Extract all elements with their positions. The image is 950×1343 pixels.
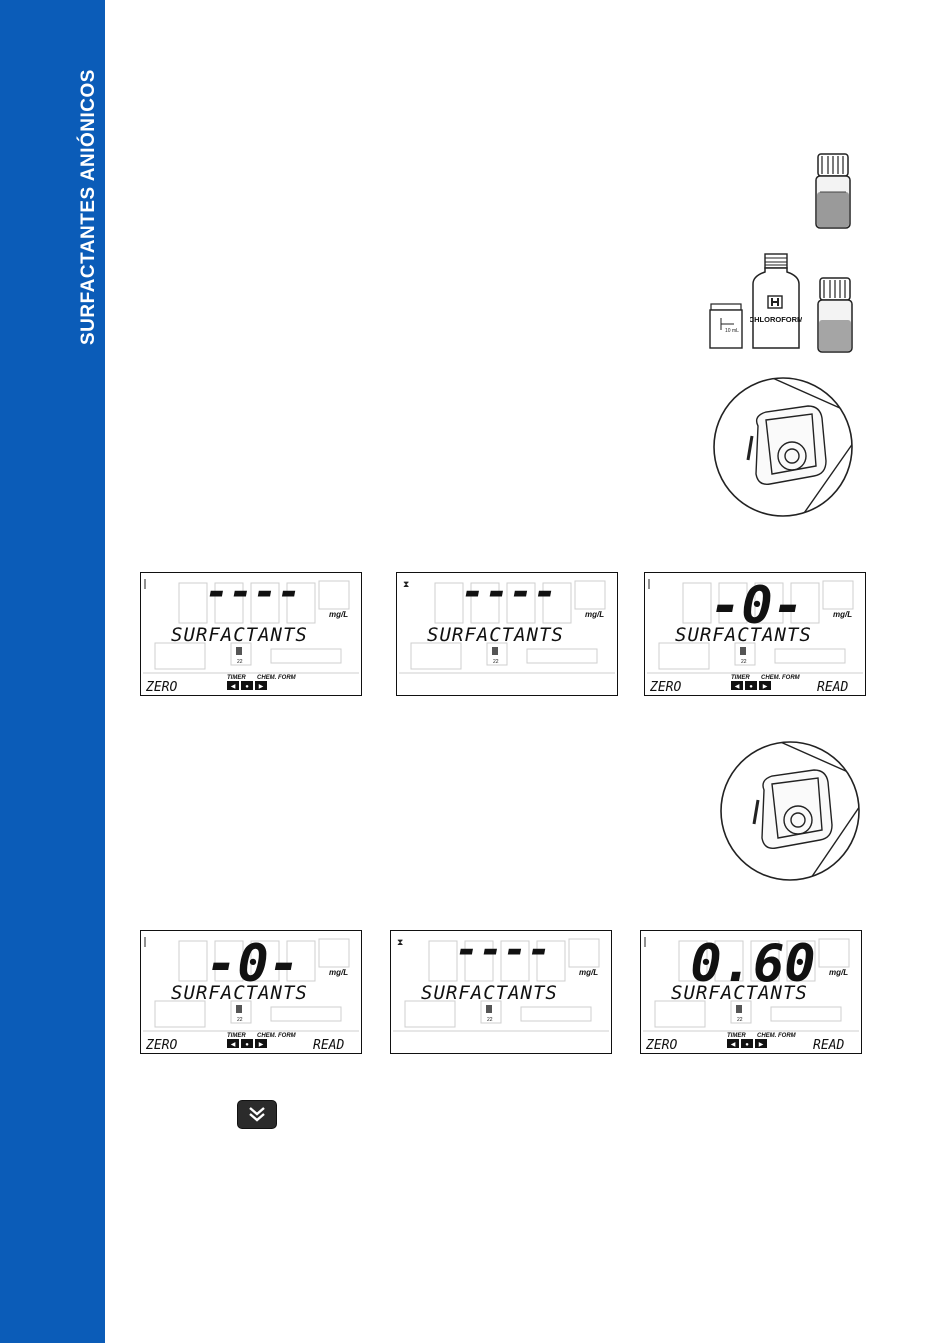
day-label: 22 <box>237 1017 243 1023</box>
parameter-label: SURFACTANTS <box>171 982 308 1004</box>
arrow-key-icon <box>255 1039 267 1048</box>
sidebar-band: SURFACTANTES ANIÓNICOS <box>0 0 105 1343</box>
unit-label: mg/L <box>833 610 852 619</box>
unit-label: mg/L <box>829 968 848 977</box>
day-label: 22 <box>737 1017 743 1023</box>
arrow-key-icon <box>227 681 239 690</box>
arrow-key-icon <box>727 1039 739 1048</box>
measuring-cup-illustration: 10 mL <box>709 303 743 349</box>
section-title: SURFACTANTES ANIÓNICOS <box>78 69 99 345</box>
arrow-key-glyph: ● <box>245 684 249 690</box>
parameter-label: SURFACTANTS <box>671 982 808 1004</box>
cuvette-illustration <box>815 153 851 229</box>
main-reading: -0- <box>710 576 804 636</box>
unit-label: mg/L <box>579 968 598 977</box>
main-reading: ---- <box>205 573 301 615</box>
chem-form-label: CHEM. FORM <box>761 675 801 681</box>
chem-form-label: CHEM. FORM <box>257 1033 297 1039</box>
arrow-key-glyph: ◀ <box>731 1042 736 1048</box>
zero-key-label: ZERO <box>645 1038 677 1053</box>
cuvette-holder-illustration <box>720 741 860 881</box>
arrow-key-icon <box>755 1039 767 1048</box>
zero-key-label: ZERO <box>145 1038 177 1053</box>
cuvette-illustration <box>817 277 853 353</box>
unit-label: mg/L <box>329 968 348 977</box>
arrow-key-icon <box>227 1039 239 1048</box>
arrow-key-glyph: ● <box>245 1042 249 1048</box>
arrow-key-icon <box>745 681 757 690</box>
sidebar-title: SURFACTANTES ANIÓNICOS <box>78 69 108 357</box>
zero-key-label: ZERO <box>649 680 681 695</box>
arrow-key-glyph: ▶ <box>259 684 264 690</box>
arrow-key-glyph: ● <box>745 1042 749 1048</box>
parameter-label: SURFACTANTS <box>427 624 564 646</box>
arrow-key-icon <box>255 681 267 690</box>
read-key-label: READ <box>817 680 848 695</box>
main-reading: -0- <box>206 934 300 994</box>
arrow-key-icon <box>759 681 771 690</box>
cuvette-holder-illustration <box>713 377 853 517</box>
arrow-key-glyph: ▶ <box>763 684 768 690</box>
unit-label: mg/L <box>329 610 348 619</box>
day-label: 22 <box>741 659 747 665</box>
day-label: 22 <box>493 659 499 665</box>
timer-label: TIMER <box>731 675 750 681</box>
measure-mark: 10 mL <box>725 328 739 334</box>
arrow-key-glyph: ◀ <box>231 1042 236 1048</box>
arrow-key-glyph: ● <box>749 684 753 690</box>
arrow-key-glyph: ▶ <box>259 1042 264 1048</box>
chem-form-label: CHEM. FORM <box>757 1033 797 1039</box>
parameter-label: SURFACTANTS <box>675 624 812 646</box>
day-label: 22 <box>237 659 243 665</box>
parameter-label: SURFACTANTS <box>171 624 308 646</box>
unit-label: mg/L <box>585 610 604 619</box>
hourglass-icon: ⧗ <box>403 579 409 589</box>
timer-label: TIMER <box>227 675 246 681</box>
timer-label: TIMER <box>227 1033 246 1039</box>
lcd-display: ⧗ ---- mg/L SURFACTANTS 22 <box>396 572 618 696</box>
timer-label: TIMER <box>727 1033 746 1039</box>
main-reading: ---- <box>461 573 557 615</box>
day-label: 22 <box>487 1017 493 1023</box>
arrow-key-icon <box>241 681 253 690</box>
bottle-label: CHLOROFORM <box>750 315 802 324</box>
chloroform-bottle: CHLOROFORM <box>750 253 802 349</box>
arrow-key-glyph: ▶ <box>759 1042 764 1048</box>
double-chevron-down-icon <box>249 1107 265 1122</box>
main-reading: ---- <box>455 931 551 973</box>
lcd-display: ⧗ ---- mg/L SURFACTANTS 22 <box>390 930 612 1054</box>
arrow-key-glyph: ◀ <box>231 684 236 690</box>
down-button[interactable] <box>237 1100 277 1129</box>
parameter-label: SURFACTANTS <box>421 982 558 1004</box>
arrow-key-icon <box>731 681 743 690</box>
arrow-key-glyph: ◀ <box>735 684 740 690</box>
read-key-label: READ <box>813 1038 844 1053</box>
arrow-key-icon <box>741 1039 753 1048</box>
main-reading: 0.60 <box>690 934 815 994</box>
zero-key-label: ZERO <box>145 680 177 695</box>
arrow-key-icon <box>241 1039 253 1048</box>
read-key-label: READ <box>313 1038 344 1053</box>
hourglass-icon: ⧗ <box>397 937 403 947</box>
chem-form-label: CHEM. FORM <box>257 675 297 681</box>
